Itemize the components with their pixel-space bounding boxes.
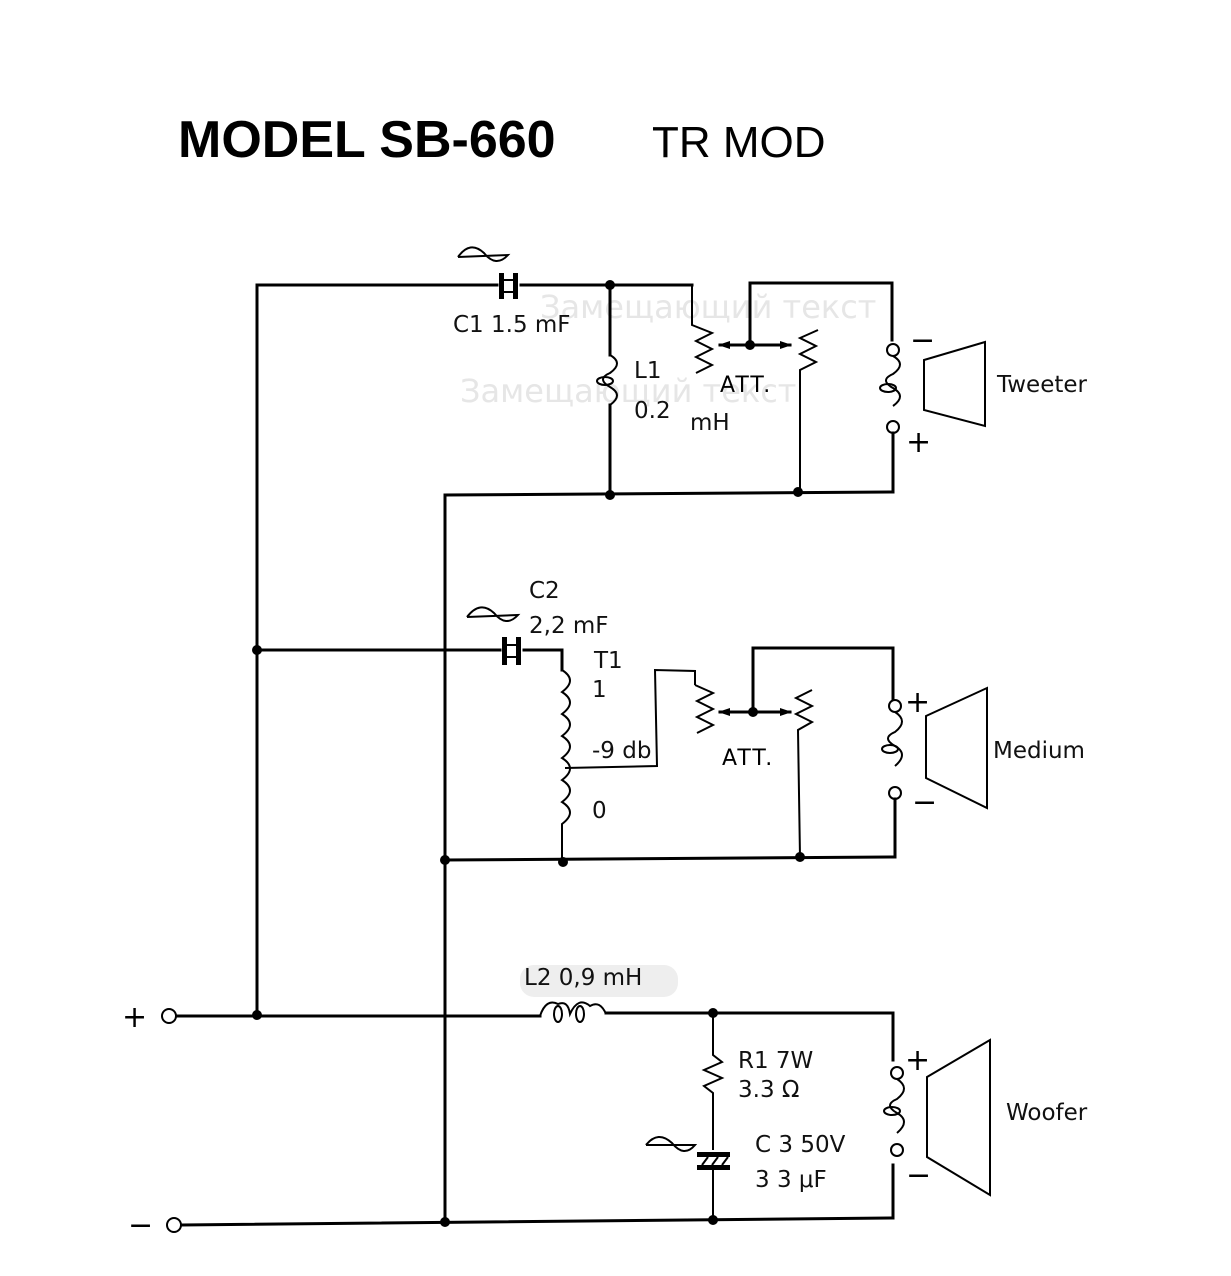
woofer-section: L2 0,9 mH R1 7W 3.3 Ω C 3 50V 3 3 μF	[252, 965, 1088, 1227]
capacitor-c2	[466, 606, 521, 665]
watermark-text: Замещающий текст	[540, 288, 876, 326]
medium-section: C2 2,2 mF T1 1 -9 db 0 ATT.	[252, 578, 1085, 867]
att-label-tweeter: ATT.	[720, 373, 772, 398]
capacitor-c3	[440, 1136, 730, 1227]
attenuator-medium	[694, 646, 895, 862]
ac-wave-icon	[645, 1136, 698, 1152]
medium-label: Medium	[993, 738, 1085, 764]
title-suffix: TR MOD	[652, 118, 826, 167]
r1-line1: R1 7W	[738, 1048, 813, 1074]
t1-tap-top: 1	[592, 677, 607, 703]
speaker-cone-icon	[925, 686, 988, 810]
woofer-label: Woofer	[1006, 1100, 1088, 1126]
medium-polarity-bottom: −	[912, 785, 937, 820]
speaker-cone-icon	[923, 340, 986, 428]
t1-tap-bottom: 0	[592, 798, 607, 824]
att-label-medium: ATT.	[722, 746, 774, 771]
inductor-l2	[520, 965, 678, 1023]
input-negative-label: −	[128, 1208, 153, 1243]
input-positive-label: +	[122, 1000, 147, 1035]
tweeter-section: C1 1.5 mF L1 0.2 mH ATT.	[453, 246, 1088, 500]
speaker-tweeter	[879, 340, 986, 494]
speaker-cone-icon	[926, 1038, 991, 1197]
l1-name: L1	[634, 358, 661, 384]
resistor-r1	[701, 1008, 725, 1150]
l1-unit: mH	[690, 410, 730, 436]
t1-name: T1	[593, 648, 623, 674]
c2-name: C2	[529, 578, 560, 604]
l1-value: 0.2	[634, 398, 671, 424]
woofer-polarity-top: +	[905, 1043, 930, 1078]
input-terminals	[161, 1008, 182, 1233]
medium-polarity-top: +	[905, 685, 930, 720]
input-terminal-negative[interactable]	[166, 1217, 182, 1233]
ac-wave-icon	[457, 246, 511, 262]
t1-tap-mid: -9 db	[592, 738, 651, 764]
tweeter-label: Tweeter	[996, 372, 1088, 398]
c2-value: 2,2 mF	[529, 613, 609, 639]
c1-label: C1 1.5 mF	[453, 312, 571, 338]
watermark-text: Замещающий текст	[460, 372, 796, 410]
ac-wave-icon	[466, 606, 521, 622]
tweeter-polarity-top: −	[910, 323, 935, 358]
input-terminal-positive[interactable]	[161, 1008, 177, 1024]
tweeter-polarity-bottom: +	[906, 425, 931, 460]
woofer-polarity-bottom: −	[906, 1158, 931, 1193]
capacitor-c1	[457, 246, 518, 299]
speaker-medium	[881, 686, 988, 859]
title-model: MODEL SB-660	[178, 111, 556, 169]
r1-line2: 3.3 Ω	[738, 1077, 799, 1103]
c3-line2: 3 3 μF	[755, 1167, 827, 1193]
c3-line1: C 3 50V	[755, 1132, 846, 1158]
l2-label: L2 0,9 mH	[524, 965, 642, 991]
inductor-l1	[596, 280, 618, 500]
transformer-t1	[440, 668, 696, 867]
attenuator-tweeter	[691, 281, 894, 497]
speaker-woofer	[883, 1038, 991, 1197]
